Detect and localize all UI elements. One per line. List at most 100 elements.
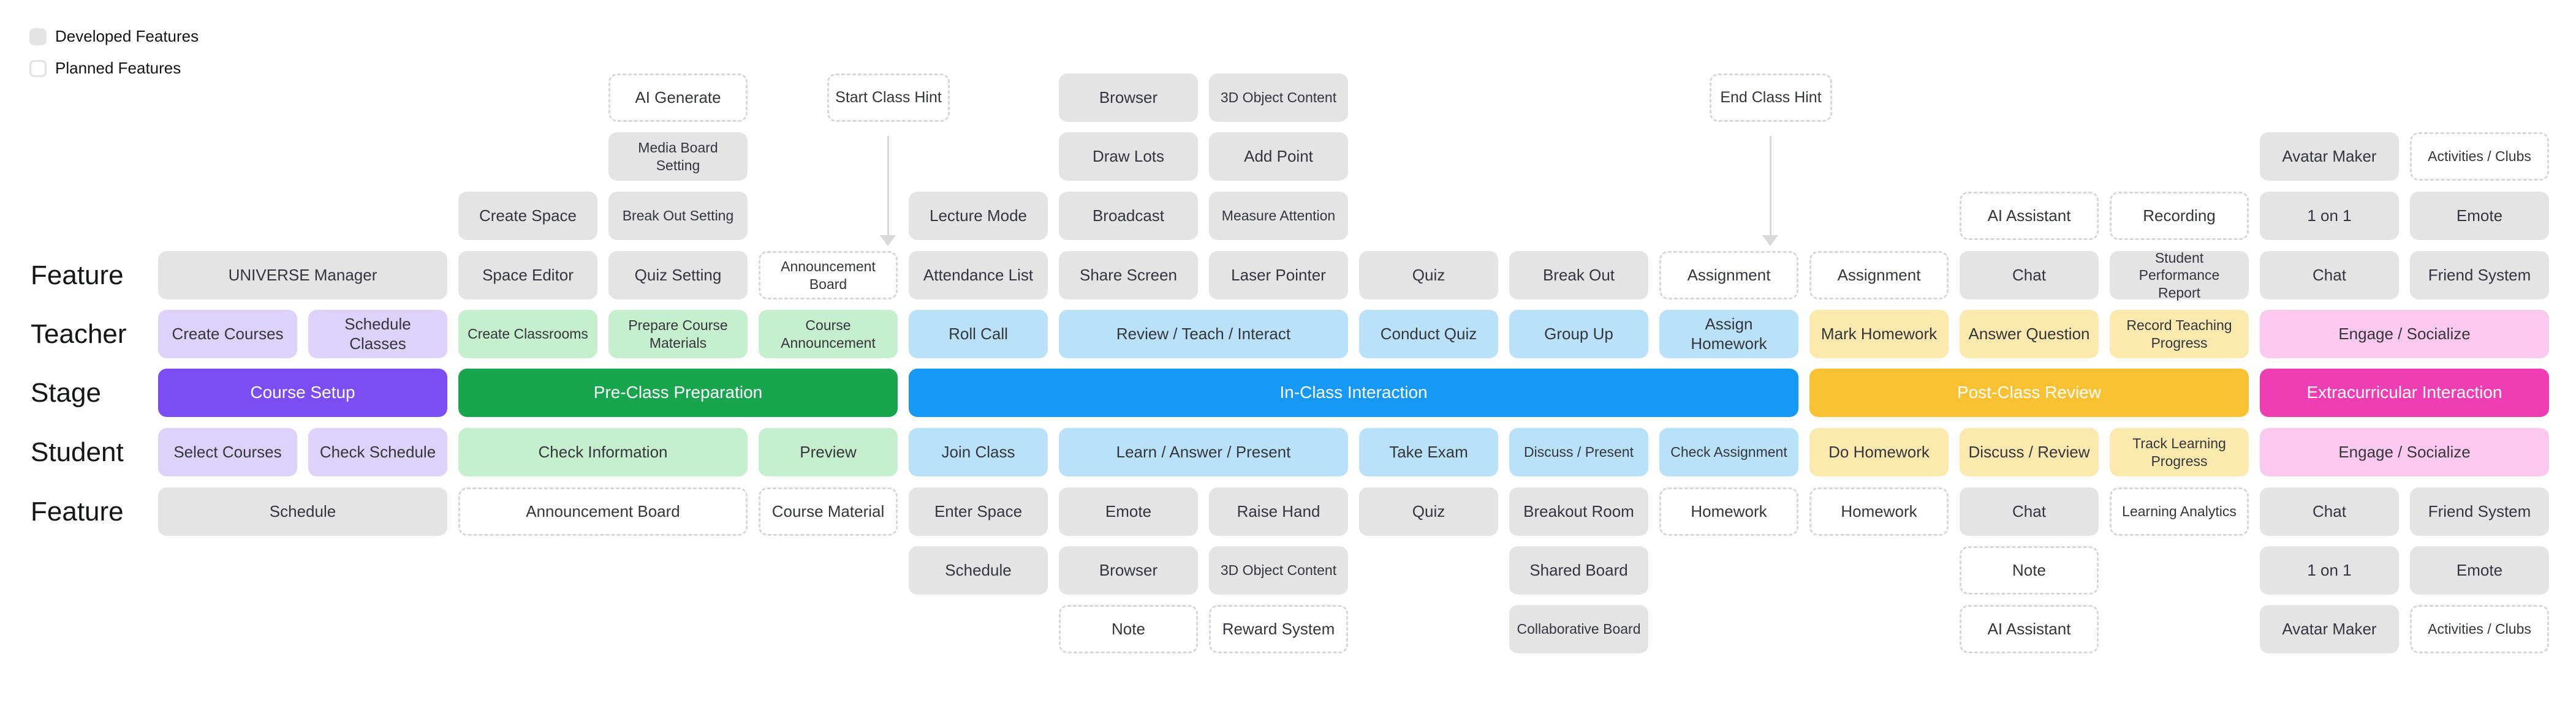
cell-course-setup: Course Setup [158, 369, 447, 417]
cell-track-learning-progress: Track Learning Progress [2110, 428, 2249, 476]
cell-course-announcement: Course Announcement [759, 310, 898, 358]
cell-3d-object-content: 3D Object Content [1209, 73, 1348, 122]
cell-space-editor: Space Editor [458, 251, 597, 299]
cell-announcement-board: Announcement Board [458, 487, 748, 536]
cell-extracurricular-interaction: Extracurricular Interaction [2260, 369, 2549, 417]
cell-avatar-maker: Avatar Maker [2260, 132, 2399, 181]
developed-swatch-icon [29, 28, 47, 45]
cell-draw-lots: Draw Lots [1059, 132, 1198, 181]
cell-add-point: Add Point [1209, 132, 1348, 181]
cell-quiz: Quiz [1359, 487, 1498, 536]
cell-collaborative-board: Collaborative Board [1509, 605, 1648, 653]
cell-ai-generate: AI Generate [608, 73, 748, 122]
end-class-arrow-head [1762, 235, 1778, 246]
cell-create-classrooms: Create Classrooms [458, 310, 597, 358]
cell-1-on-1: 1 on 1 [2260, 546, 2399, 595]
cell-answer-question: Answer Question [1960, 310, 2099, 358]
cell-activities-clubs: Activities / Clubs [2410, 605, 2549, 653]
cell-prepare-course-materials: Prepare Course Materials [608, 310, 748, 358]
cell-avatar-maker: Avatar Maker [2260, 605, 2399, 653]
cell-check-assignment: Check Assignment [1659, 428, 1798, 476]
cell-schedule-classes: Schedule Classes [308, 310, 447, 358]
cell-chat: Chat [2260, 251, 2399, 299]
cell-join-class: Join Class [909, 428, 1048, 476]
cell-homework: Homework [1809, 487, 1949, 536]
cell-post-class-review: Post-Class Review [1809, 369, 2249, 417]
cell-emote: Emote [2410, 192, 2549, 240]
cell-do-homework: Do Homework [1809, 428, 1949, 476]
cell-record-teaching-progress: Record Teaching Progress [2110, 310, 2249, 358]
cell-breakout-room: Breakout Room [1509, 487, 1648, 536]
cell-homework: Homework [1659, 487, 1798, 536]
cell-engage-socialize: Engage / Socialize [2260, 310, 2549, 358]
cell-roll-call: Roll Call [909, 310, 1048, 358]
cell-broadcast: Broadcast [1059, 192, 1198, 240]
cell-universe-manager: UNIVERSE Manager [158, 251, 447, 299]
cell-select-courses: Select Courses [158, 428, 297, 476]
cell-emote: Emote [2410, 546, 2549, 595]
cell-media-board-setting: Media Board Setting [608, 132, 748, 181]
cell-share-screen: Share Screen [1059, 251, 1198, 299]
cell-discuss-review: Discuss / Review [1960, 428, 2099, 476]
cell-activities-clubs: Activities / Clubs [2410, 132, 2549, 181]
cell-enter-space: Enter Space [909, 487, 1048, 536]
cell-quiz-setting: Quiz Setting [608, 251, 748, 299]
cell-laser-pointer: Laser Pointer [1209, 251, 1348, 299]
cell-student-performance-report: Student Performance Report [2110, 250, 2249, 301]
cell-shared-board: Shared Board [1509, 546, 1648, 595]
cell-friend-system: Friend System [2410, 251, 2549, 299]
cell-browser: Browser [1059, 546, 1198, 595]
legend-developed: Developed Features [29, 27, 199, 46]
legend-planned: Planned Features [29, 59, 181, 78]
cell-mark-homework: Mark Homework [1809, 310, 1949, 358]
cell-assignment: Assignment [1809, 251, 1949, 299]
cell-create-courses: Create Courses [158, 310, 297, 358]
cell-assign-homework: Assign Homework [1659, 310, 1798, 358]
cell-learning-analytics: Learning Analytics [2110, 487, 2249, 536]
hint-end-class-hint: End Class Hint [1710, 73, 1832, 122]
cell-raise-hand: Raise Hand [1209, 487, 1348, 536]
cell-emote: Emote [1059, 487, 1198, 536]
hint-start-class-hint: Start Class Hint [827, 73, 950, 122]
cell-chat: Chat [1960, 487, 2099, 536]
cell-note: Note [1960, 546, 2099, 595]
cell-quiz: Quiz [1359, 251, 1498, 299]
end-class-arrow-line [1770, 136, 1771, 235]
cell-break-out-setting: Break Out Setting [608, 192, 748, 240]
cell-create-space: Create Space [458, 192, 597, 240]
start-class-arrow-head [880, 235, 896, 246]
cell-ai-assistant: AI Assistant [1960, 192, 2099, 240]
cell-preview: Preview [759, 428, 898, 476]
cell-chat: Chat [1960, 251, 2099, 299]
row-label-student-3: Student [31, 437, 124, 467]
legend-developed-label: Developed Features [55, 27, 199, 45]
cell-break-out: Break Out [1509, 251, 1648, 299]
row-label-teacher-1: Teacher [31, 318, 127, 349]
cell-announcement-board: Announcement Board [759, 251, 898, 299]
cell-discuss-present: Discuss / Present [1509, 428, 1648, 476]
legend-planned-label: Planned Features [55, 59, 181, 77]
cell-recording: Recording [2110, 192, 2249, 240]
cell-in-class-interaction: In-Class Interaction [909, 369, 1798, 417]
cell-browser: Browser [1059, 73, 1198, 122]
row-label-feature-0: Feature [31, 260, 124, 290]
cell-friend-system: Friend System [2410, 487, 2549, 536]
cell-group-up: Group Up [1509, 310, 1648, 358]
cell-review-teach-interact: Review / Teach / Interact [1059, 310, 1348, 358]
cell-lecture-mode: Lecture Mode [909, 192, 1048, 240]
cell-assignment: Assignment [1659, 251, 1798, 299]
cell-pre-class-preparation: Pre-Class Preparation [458, 369, 898, 417]
planned-swatch-icon [29, 59, 47, 77]
row-label-feature-4: Feature [31, 496, 124, 527]
cell-course-material: Course Material [759, 487, 898, 536]
cell-chat: Chat [2260, 487, 2399, 536]
cell-note: Note [1059, 605, 1198, 653]
cell-take-exam: Take Exam [1359, 428, 1498, 476]
cell-ai-assistant: AI Assistant [1960, 605, 2099, 653]
cell-attendance-list: Attendance List [909, 251, 1048, 299]
cell-learn-answer-present: Learn / Answer / Present [1059, 428, 1348, 476]
cell-check-schedule: Check Schedule [308, 428, 447, 476]
row-label-stage-2: Stage [31, 377, 101, 408]
cell-measure-attention: Measure Attention [1209, 192, 1348, 240]
